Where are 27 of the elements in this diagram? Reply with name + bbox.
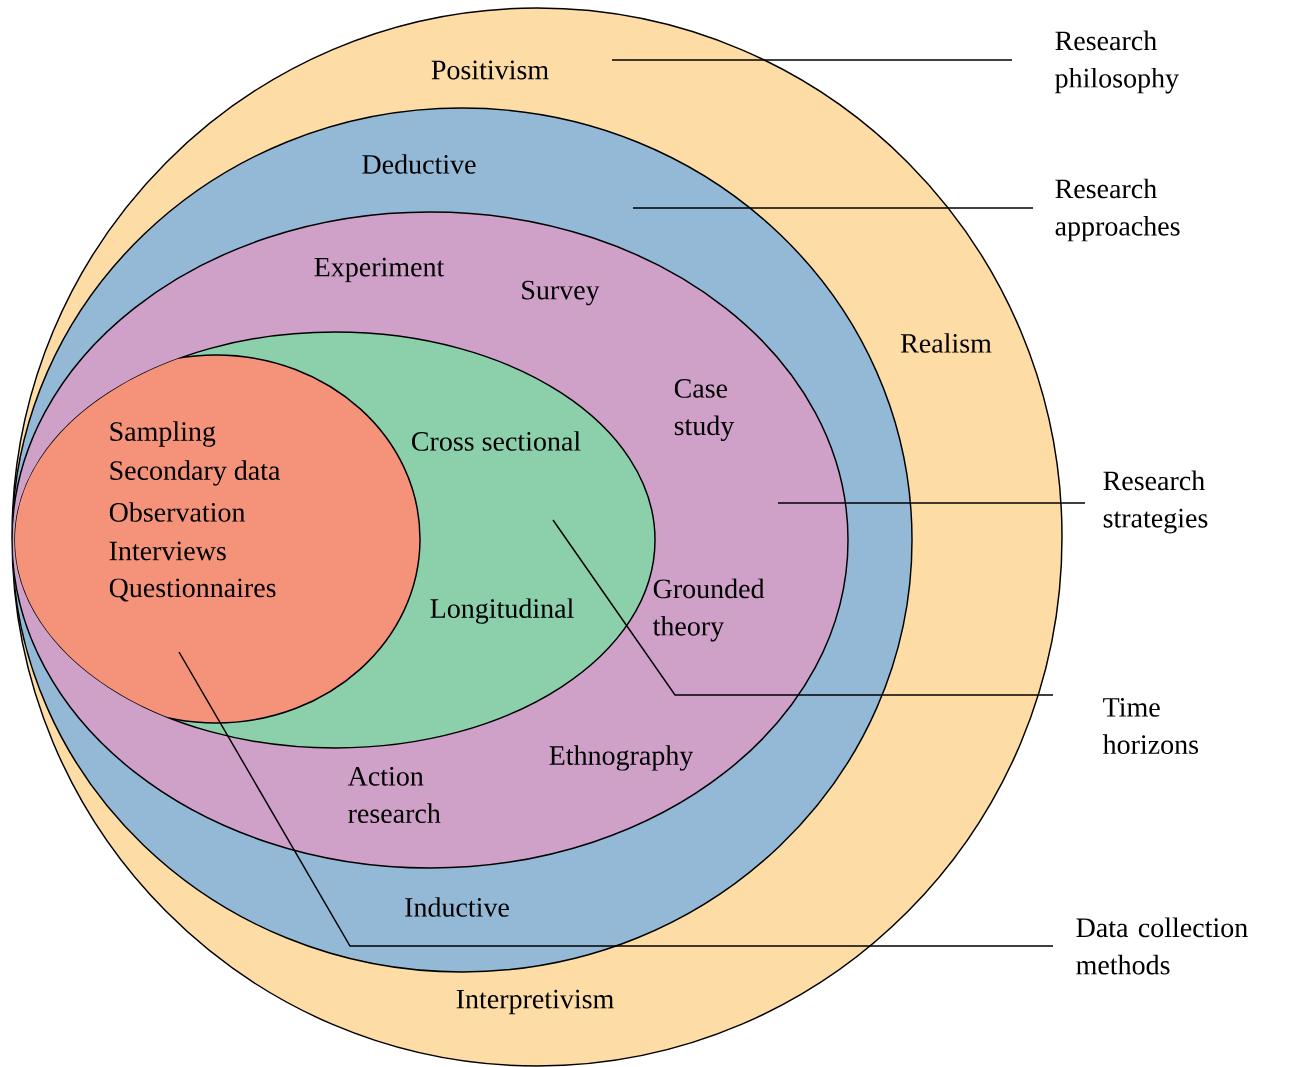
layer-name: Data collection methods (1076, 917, 1248, 975)
leader-line (777, 502, 1086, 504)
layer-label: Deductive (362, 154, 476, 174)
layer-name: Time horizons (1102, 697, 1199, 755)
layer-name: Research strategies (1103, 470, 1208, 534)
layer-name: Research approaches (1055, 178, 1180, 242)
layer-label: Interviews (109, 541, 226, 561)
layer-label: Realism (900, 333, 992, 353)
layer-label: Interpretivism (456, 989, 614, 1015)
layer-label: Observation (109, 502, 246, 522)
leader-line (632, 207, 1034, 209)
layer-label: Ethnography (549, 745, 694, 771)
leader-line (178, 651, 1054, 947)
layer-label: Survey (522, 280, 600, 306)
layer-label: Experiment (314, 257, 445, 283)
layer-label: Action research (347, 766, 441, 824)
layer-label: Cross sectional (412, 431, 581, 451)
layer-label: Questionnaires (109, 578, 276, 602)
layer-label: Case study (674, 379, 735, 441)
layer-label: Positivism (431, 60, 549, 80)
layer-label: Sampling (110, 421, 216, 447)
layer-label: Longitudinal (430, 598, 574, 624)
layer-label: Inductive (405, 897, 509, 917)
layer-name: Research philosophy (1055, 30, 1179, 94)
layer-label: Secondary data (110, 460, 281, 486)
layer-label: Grounded theory (652, 578, 765, 642)
leader-line (611, 59, 1013, 61)
